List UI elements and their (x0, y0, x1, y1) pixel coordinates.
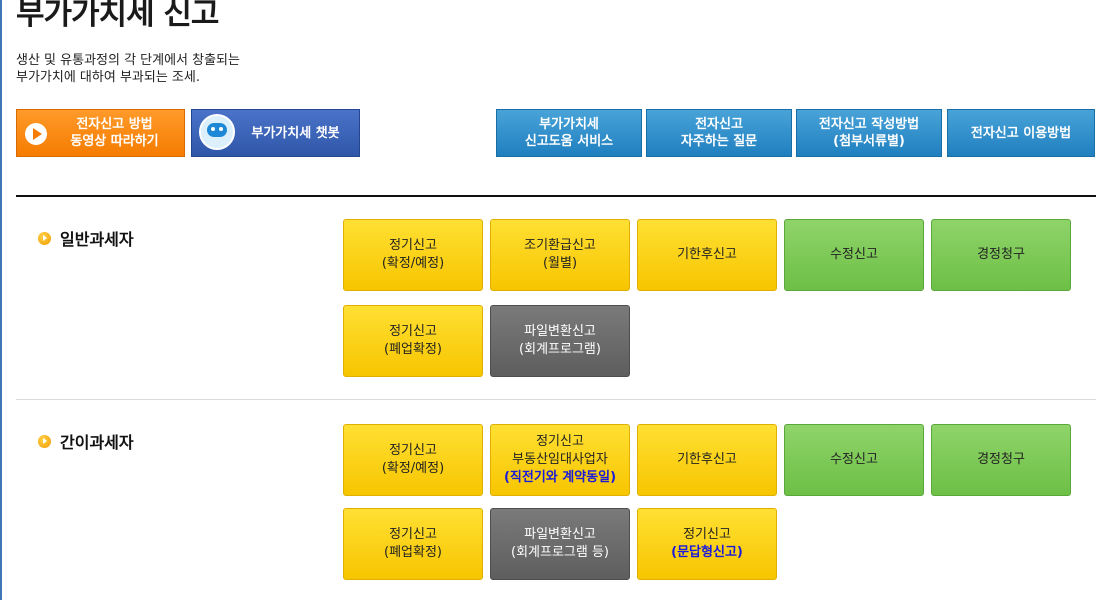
page-title: 부가가치세 신고 (16, 0, 219, 32)
tile-line: 경정청구 (977, 247, 1025, 262)
general-taxpayer-heading: 일반과세자 (38, 226, 134, 250)
tile-line: 파일변환신고 (524, 324, 596, 339)
description-line: 생산 및 유통과정의 각 단계에서 창출되는 (16, 53, 240, 68)
left-border (0, 0, 2, 600)
tile-line: (폐업확정) (384, 545, 442, 560)
faq-button[interactable]: 전자신고 자주하는 질문 (646, 109, 792, 157)
simplified-late-filing-tile[interactable]: 기한후신고 (637, 424, 777, 496)
tile-line: 기한후신고 (677, 247, 737, 262)
section-separator (16, 399, 1096, 400)
simplified-correction-claim-tile[interactable]: 경정청구 (931, 424, 1071, 496)
tile-line: 조기환급신고 (524, 238, 596, 253)
simplified-regular-filing-tile[interactable]: 정기신고 (확정/예정) (343, 424, 483, 496)
writing-guide-button[interactable]: 전자신고 작성방법 (첨부서류별) (796, 109, 942, 157)
tile-line: 파일변환신고 (524, 527, 596, 542)
usage-guide-button[interactable]: 전자신고 이용방법 (947, 109, 1095, 157)
filing-help-line1: 부가가치세 (539, 117, 599, 132)
usage-guide-label: 전자신고 이용방법 (970, 125, 1072, 141)
filing-help-line2: 신고도움 서비스 (524, 134, 614, 149)
tile-line: 경정청구 (977, 452, 1025, 467)
tile-line: (폐업확정) (384, 342, 442, 357)
tile-line: 정기신고 (389, 443, 437, 458)
tile-line: 정기신고 (683, 527, 731, 542)
video-guide-line1: 전자신고 방법 (76, 117, 153, 132)
writing-guide-line2: (첨부서류별) (833, 134, 905, 149)
tile-line: (확정/예정) (381, 461, 445, 476)
simplified-amended-filing-tile[interactable]: 수정신고 (784, 424, 924, 496)
general-late-filing-tile[interactable]: 기한후신고 (637, 219, 777, 291)
description-line: 부가가치에 대하여 부과되는 조세. (16, 70, 200, 85)
chatbot-button[interactable]: 부가가치세 챗봇 (191, 109, 360, 157)
writing-guide-line1: 전자신고 작성방법 (818, 117, 920, 132)
arrow-bullet-icon (38, 231, 51, 245)
tile-line: 정기신고 (389, 238, 437, 253)
tile-line: 기한후신고 (677, 452, 737, 467)
simplified-real-estate-tile[interactable]: 정기신고 부동산임대사업자 (직전기와 계약동일) (490, 424, 630, 496)
tile-line: (확정/예정) (381, 256, 445, 271)
tile-line: 수정신고 (830, 452, 878, 467)
general-amended-filing-tile[interactable]: 수정신고 (784, 219, 924, 291)
video-guide-label: 전자신고 방법 동영상 따라하기 (70, 116, 158, 150)
general-file-convert-tile[interactable]: 파일변환신고 (회계프로그램) (490, 305, 630, 377)
simplified-taxpayer-label: 간이과세자 (60, 433, 134, 452)
arrow-bullet-icon (38, 434, 51, 448)
simplified-closure-filing-tile[interactable]: 정기신고 (폐업확정) (343, 508, 483, 580)
simplified-taxpayer-heading: 간이과세자 (38, 429, 134, 453)
tile-line: 정기신고 (389, 527, 437, 542)
page-description: 생산 및 유통과정의 각 단계에서 창출되는 부가가치에 대하여 부과되는 조세… (16, 52, 240, 86)
chatbot-label: 부가가치세 챗봇 (251, 125, 340, 141)
faq-line2: 자주하는 질문 (680, 134, 758, 149)
tile-line: 정기신고 (389, 324, 437, 339)
chatbot-icon (199, 114, 235, 150)
tile-line: 정기신고 (536, 434, 584, 449)
tile-line: (회계프로그램 등) (511, 545, 609, 560)
filing-help-button[interactable]: 부가가치세 신고도움 서비스 (496, 109, 642, 157)
general-regular-filing-tile[interactable]: 정기신고 (확정/예정) (343, 219, 483, 291)
tile-line: 수정신고 (830, 247, 878, 262)
tile-line: (문답형신고) (671, 545, 743, 560)
faq-line1: 전자신고 (695, 117, 743, 132)
simplified-qa-filing-tile[interactable]: 정기신고 (문답형신고) (637, 508, 777, 580)
tile-line: (회계프로그램) (519, 342, 601, 357)
video-guide-line2: 동영상 따라하기 (70, 134, 159, 149)
section-divider (16, 195, 1096, 197)
general-taxpayer-label: 일반과세자 (60, 230, 134, 249)
general-early-refund-tile[interactable]: 조기환급신고 (월별) (490, 219, 630, 291)
tile-line: (직전기와 계약동일) (503, 470, 617, 485)
simplified-file-convert-tile[interactable]: 파일변환신고 (회계프로그램 등) (490, 508, 630, 580)
play-icon (25, 123, 47, 145)
general-correction-claim-tile[interactable]: 경정청구 (931, 219, 1071, 291)
tile-line: 부동산임대사업자 (512, 452, 608, 467)
general-closure-filing-tile[interactable]: 정기신고 (폐업확정) (343, 305, 483, 377)
video-guide-button[interactable]: 전자신고 방법 동영상 따라하기 (16, 109, 185, 157)
tile-line: (월별) (542, 256, 578, 271)
